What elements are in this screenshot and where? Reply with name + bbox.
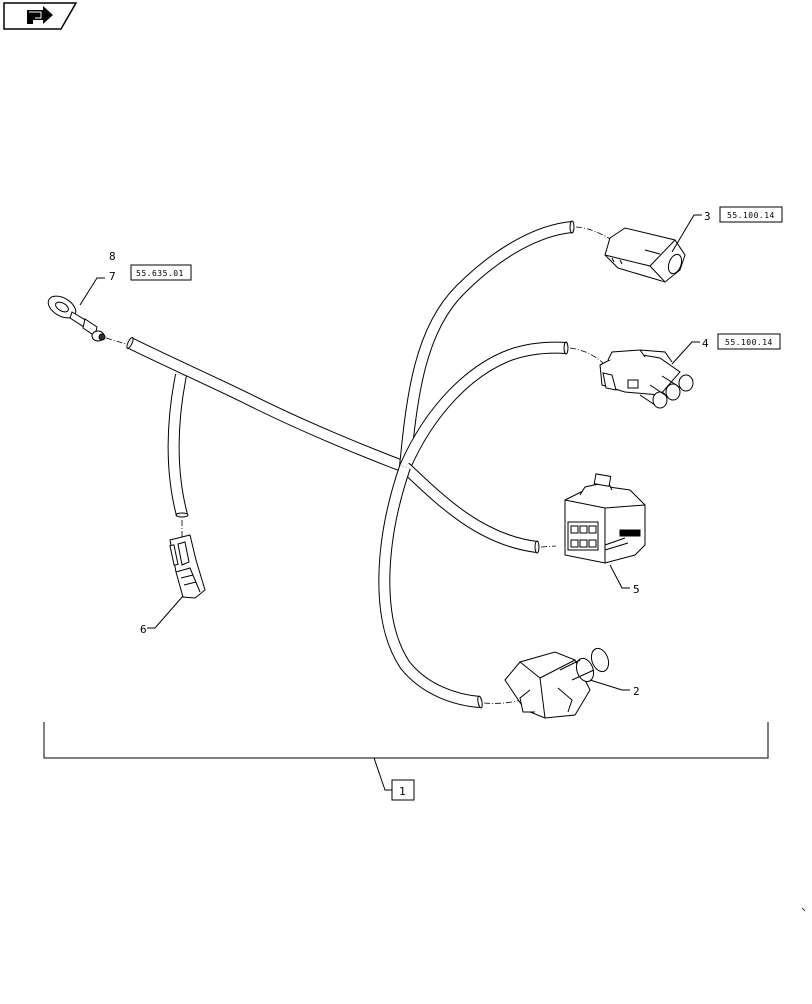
branch-to-connector-2	[378, 465, 481, 708]
ring-terminal	[47, 295, 106, 342]
branch-to-connector-4	[399, 341, 567, 470]
next-page-icon	[3, 2, 78, 30]
callouts: 8 7 3 4 5 2 6 1	[109, 210, 711, 798]
connector-2	[504, 647, 610, 719]
connector-5	[564, 473, 646, 564]
callout-5: 5	[633, 583, 640, 596]
callout-7: 7	[109, 270, 116, 283]
callout-6: 6	[140, 623, 147, 636]
branch-to-connector-3	[399, 221, 573, 468]
harness-trunk	[127, 337, 408, 473]
connector-4	[599, 349, 694, 409]
connector-3	[604, 227, 686, 283]
leader-lines	[43, 214, 769, 791]
cable-end-caps	[126, 220, 575, 709]
callout-8: 8	[109, 250, 116, 263]
callout-2: 2	[633, 685, 640, 698]
branch-to-connector-5	[400, 462, 538, 553]
connection-lines	[105, 226, 613, 704]
corner-mark	[801, 907, 806, 912]
next-page-button[interactable]	[3, 2, 78, 30]
ref-label-item-3: 55.100.14	[727, 211, 775, 220]
ref-label-item-4: 55.100.14	[725, 338, 773, 347]
wire-harness	[105, 220, 613, 709]
callout-1: 1	[399, 785, 406, 798]
ref-label-item-7: 55.635.01	[136, 269, 184, 278]
reference-labels: 55.635.01 55.100.14 55.100.14	[136, 211, 775, 347]
branch-to-connector-6	[167, 373, 188, 517]
callout-3: 3	[704, 210, 711, 223]
callout-4: 4	[702, 337, 709, 350]
connector-6	[169, 534, 206, 599]
reference-boxes	[130, 206, 783, 801]
